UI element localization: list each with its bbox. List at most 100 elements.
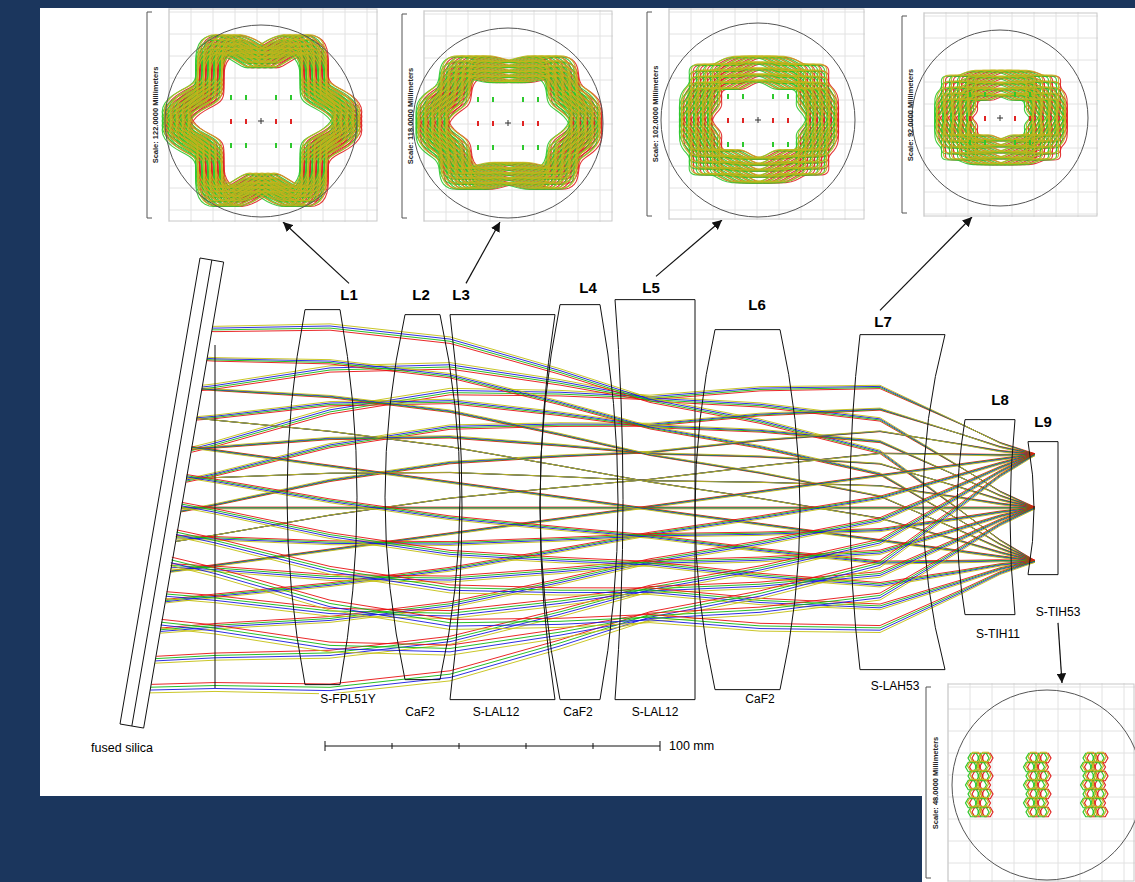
spot-dot [537,121,539,126]
plot-frame [669,9,864,219]
spot-dot [522,97,524,102]
scale-label: Scale: 122.0000 Millimeters [152,67,161,164]
spot-cell [1038,806,1049,816]
light-ray [151,454,1035,687]
grid-line [948,863,1135,864]
spot-pattern [162,35,362,207]
material-label: fused silica [90,741,154,755]
spot-dot [772,94,774,99]
spot-plot [643,8,865,220]
plot-grid [924,12,1098,217]
glass-type: S-LAL12 [472,706,521,720]
spot-cell [980,806,991,816]
spot-pattern [679,56,838,183]
lens-surface [287,310,357,685]
lens-surface [957,420,1015,615]
plot-ground [643,8,865,220]
light-ray [156,454,1035,657]
spot-cell [1095,806,1106,816]
light-ray [171,560,1035,628]
lens-name: L9 [1033,413,1053,430]
spot-pattern [935,70,1068,165]
light-ray [171,455,1035,572]
light-ray [187,476,1035,562]
window-plate [120,258,224,728]
glass-type: S-TIH11 [975,628,1021,642]
lens-element: L8S-TIH11 [954,388,1024,645]
airy-circle [413,28,603,218]
spot-dot [772,118,774,123]
spot-cell [980,788,991,798]
lens-name: L8 [990,391,1010,408]
spot-dot [984,116,986,121]
grid-line [990,12,991,217]
spot-dot [522,121,524,126]
grid-line [669,188,865,189]
spot-dot [727,118,729,123]
spot-dot [275,143,277,148]
spot-plot [898,12,1098,217]
plot-frame [924,13,1097,216]
scale-line [402,14,403,218]
spot-cell [1095,770,1106,780]
lens-surface [450,315,555,700]
scale-tick [526,743,527,749]
ray-trace [150,324,1035,694]
spot-ring [182,53,354,206]
spot-dot [772,142,774,147]
grid-line [948,687,1135,688]
lens-element: L4CaF2 [537,276,621,723]
grid-line [1012,12,1013,217]
lens-element: L6CaF2 [692,293,803,710]
spot-dot [492,121,494,126]
scale-tick [147,218,152,219]
spot-ring [709,68,836,170]
scale-label: Scale: 118.0000 Millimeters [407,68,416,164]
grid-line [948,709,1135,710]
light-ray [176,537,1035,610]
spot-ring [188,53,360,206]
pointer-arrow [880,217,972,310]
airy-circle [165,25,357,217]
spot-diagram: Scale: 122.0000 Millimeters [143,8,378,222]
spot-pattern [966,752,1109,817]
spot-dot [1014,140,1016,145]
light-ray [150,455,1035,693]
light-ray [186,478,1035,564]
pointer-arrow [656,220,722,276]
scale-tick [902,213,907,214]
spot-pattern [416,56,602,190]
spot-cell [1036,761,1047,771]
spot-dot [1029,116,1031,121]
light-ray [167,507,1035,610]
glass-type: CaF2 [562,706,593,720]
scale-line [926,687,927,878]
airy-circle [952,690,1135,880]
grid-line [1080,683,1081,882]
lens-element: L5S-LAL12 [612,276,698,723]
spot-dot [245,143,247,148]
glass-type: CaF2 [744,693,775,707]
spot-dot [245,119,247,124]
scale-tick [593,743,594,749]
spot-dot [969,116,971,121]
spot-ring [709,80,836,182]
center-cross [258,118,264,124]
grid-line [924,170,1098,171]
spot-dot [492,145,494,150]
spot-cell [1038,788,1049,798]
scale-line [902,16,903,213]
lens-outline [537,276,621,723]
lens-name: L6 [747,296,767,313]
spot-dot [727,94,729,99]
spot-cell [978,797,989,807]
light-ray [187,475,1035,561]
spot-cell [978,761,989,771]
spot-cell [1093,761,1104,771]
spot-plot [143,8,378,222]
spot-dot [969,140,971,145]
grid-line [1124,683,1125,882]
spot-diagram: Scale: 102.0000 Millimeters [643,8,865,220]
scale-tick [402,218,407,219]
light-ray [182,502,1035,582]
